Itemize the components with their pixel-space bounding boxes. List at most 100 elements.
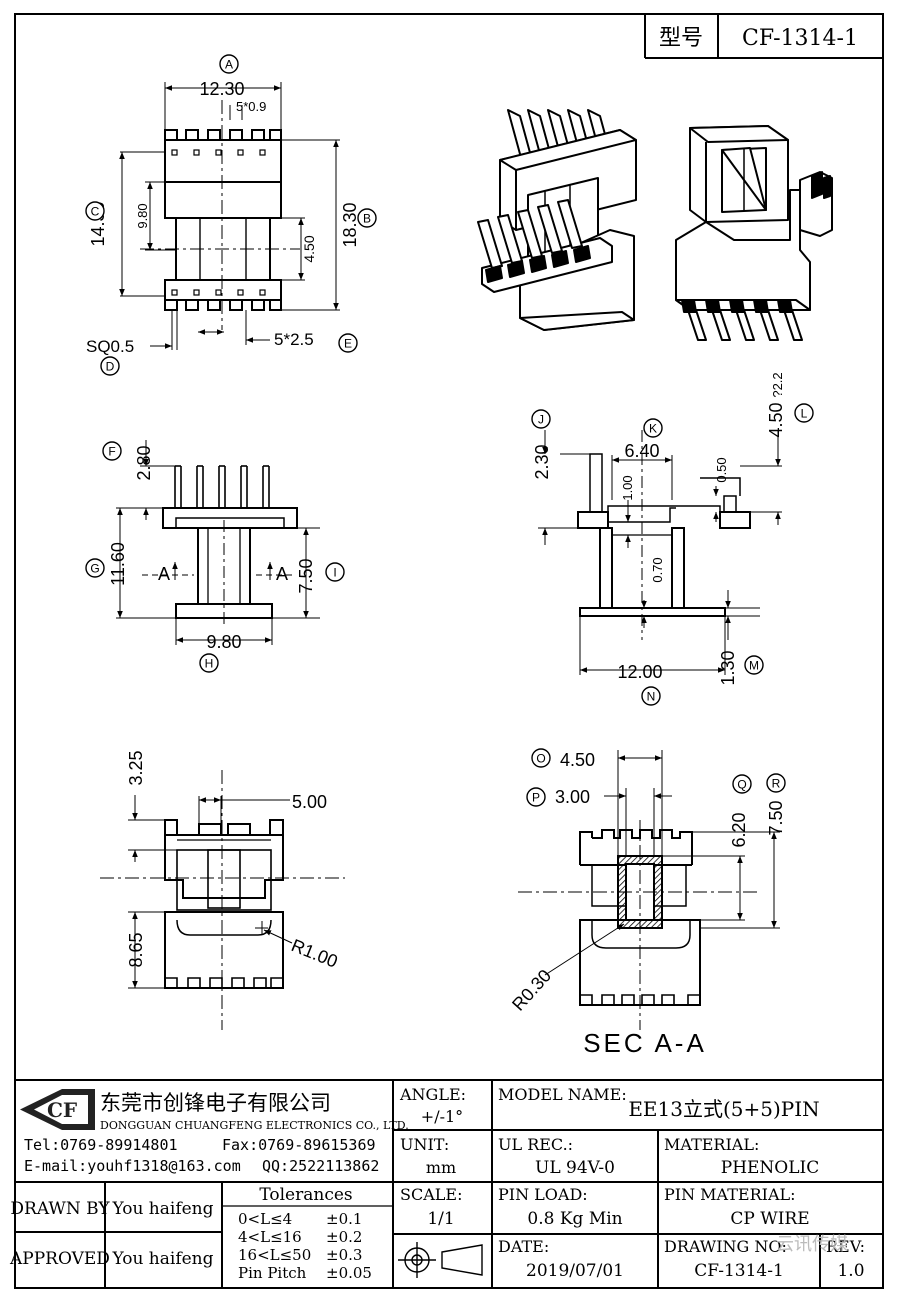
- material-label: MATERIAL:: [664, 1135, 759, 1154]
- marker-f: F: [102, 441, 122, 461]
- watermark: 云讯传媒: [776, 1234, 848, 1254]
- dim-m-1-30: 1.30: [718, 650, 738, 685]
- dim-r-7-50: 7.50: [766, 800, 786, 835]
- tol-range-3: 16<L≤50: [238, 1246, 311, 1264]
- angle-value: +/-1°: [421, 1107, 463, 1126]
- marker-h: H: [199, 653, 219, 673]
- dim-o-4-50: 4.50: [560, 750, 595, 770]
- unit-value: mm: [426, 1158, 456, 1177]
- marker-letter: O: [536, 752, 545, 766]
- company-email: E-mail:youhf1318@163.com: [24, 1157, 241, 1175]
- dim-b-18-30: 18.30: [340, 202, 360, 247]
- marker-o: O: [531, 748, 551, 768]
- isometric-right: [675, 125, 833, 341]
- drawing-no-value: CF-1314-1: [694, 1261, 784, 1281]
- logo-text: CF: [47, 1098, 77, 1122]
- tol-value-4: ±0.05: [326, 1264, 372, 1282]
- dim-4-50: 4.50: [301, 235, 317, 262]
- bottom-view: [100, 770, 345, 1030]
- marker-i: I: [325, 562, 345, 582]
- tolerances-title: Tolerances: [259, 1185, 352, 1205]
- pin-material-value: CP WIRE: [730, 1209, 809, 1229]
- dim-a-12-30: 12.30: [199, 79, 244, 99]
- front-view: [116, 440, 320, 645]
- pin-material-label: PIN MATERIAL:: [664, 1185, 796, 1204]
- top-view-dims: 12.30 5*0.9 14.30 9.80 18.30 4.50 SQ0.5 …: [86, 79, 360, 356]
- section-title: SEC A-A: [583, 1028, 707, 1058]
- tol-value-2: ±0.2: [326, 1228, 362, 1246]
- marker-letter: R: [772, 777, 781, 791]
- dim-pin-width: 5*0.9: [236, 99, 266, 114]
- angle-label: ANGLE:: [399, 1085, 466, 1104]
- dim-f-2-80: 2.80: [134, 445, 154, 480]
- marker-letter: M: [749, 659, 759, 673]
- marker-n: N: [641, 686, 661, 706]
- company-qq: QQ:2522113862: [262, 1157, 379, 1175]
- marker-letter: D: [106, 360, 115, 374]
- dim-1-00: 1.00: [620, 475, 635, 500]
- tol-range-1: 0<L≤4: [238, 1210, 292, 1228]
- ul-rec-value: UL 94V-0: [535, 1158, 615, 1178]
- marker-letter: E: [344, 337, 352, 351]
- side-view: [538, 430, 782, 675]
- dim-l-4-50: 4.50: [766, 402, 786, 437]
- marker-letter: B: [363, 212, 371, 226]
- marker-d: D: [100, 356, 120, 376]
- marker-letter: G: [90, 562, 99, 576]
- pin-load-value: 0.8 Kg Min: [527, 1209, 622, 1229]
- marker-a: A: [219, 54, 239, 74]
- date-label: DATE:: [498, 1237, 549, 1256]
- dim-i-7-50: 7.50: [296, 558, 316, 593]
- dim-r1-00: R1.00: [289, 935, 341, 972]
- company-logo: CF: [20, 1089, 95, 1130]
- dim-r0-30: R0.30: [508, 966, 555, 1015]
- dim-k-6-40: 6.40: [624, 441, 659, 461]
- dim-0-70: 0.70: [650, 557, 665, 582]
- dim-8-65: 8.65: [126, 932, 146, 967]
- marker-g: G: [85, 558, 105, 578]
- isometric-left: [477, 109, 637, 331]
- company-tel: Tel:0769-89914801: [24, 1136, 178, 1154]
- pin-load-label: PIN LOAD:: [498, 1185, 588, 1204]
- date-value: 2019/07/01: [526, 1261, 624, 1281]
- section-view: [518, 750, 780, 1030]
- dim-5-00: 5.00: [292, 792, 327, 812]
- company-name-en: DONGGUAN CHUANGFENG ELECTRONICS CO., LTD…: [100, 1119, 409, 1132]
- marker-c: C: [85, 201, 105, 221]
- marker-letter: I: [333, 566, 336, 580]
- marker-letter: P: [532, 791, 540, 805]
- side-view-dims: 2.30 6.40 4.50 ?2.2 1.00 0.50 0.70 12.00…: [532, 372, 786, 685]
- model-name-value: EE13立式(5+5)PIN: [628, 1097, 819, 1121]
- ul-rec-label: UL REC.:: [498, 1135, 573, 1154]
- title-block-text: 东莞市创锋电子有限公司 DONGGUAN CHUANGFENG ELECTRON…: [9, 1085, 865, 1282]
- dim-l-tolerance: ?2.2: [770, 372, 785, 397]
- dim-0-50: 0.50: [714, 457, 729, 482]
- tol-range-2: 4<L≤16: [238, 1228, 302, 1246]
- title-block: [15, 1079, 883, 1288]
- rev-value: 1.0: [837, 1261, 864, 1281]
- marker-e: E: [338, 333, 358, 353]
- dim-p-3-00: 3.00: [555, 787, 590, 807]
- marker-letter: C: [91, 205, 100, 219]
- approved-label: APPROVED: [9, 1249, 110, 1269]
- dim-e-5x2-5: 5*2.5: [274, 330, 314, 349]
- projection-symbol: [398, 1242, 483, 1278]
- company-fax: Fax:0769-89615369: [222, 1136, 376, 1154]
- marker-letter: H: [205, 657, 214, 671]
- marker-letter: F: [108, 445, 115, 459]
- marker-letter: Q: [737, 778, 746, 792]
- section-mark-right: A: [276, 564, 288, 584]
- marker-b: B: [357, 208, 377, 228]
- marker-letter: K: [649, 422, 657, 436]
- marker-letter: N: [647, 690, 656, 704]
- dim-h-9-80: 9.80: [206, 632, 241, 652]
- dim-d-sq0-5: SQ0.5: [86, 337, 134, 356]
- dim-3-25: 3.25: [126, 750, 146, 785]
- dim-q-6-20: 6.20: [729, 812, 749, 847]
- drawing-border: [14, 13, 884, 1289]
- header-box: 型号 CF-1314-1: [644, 14, 883, 59]
- marker-r: R: [766, 773, 786, 793]
- marker-letter: L: [801, 407, 808, 421]
- front-view-dims: 2.80 11.60 7.50 9.80 A A: [108, 445, 316, 652]
- scale-label: SCALE:: [400, 1185, 462, 1204]
